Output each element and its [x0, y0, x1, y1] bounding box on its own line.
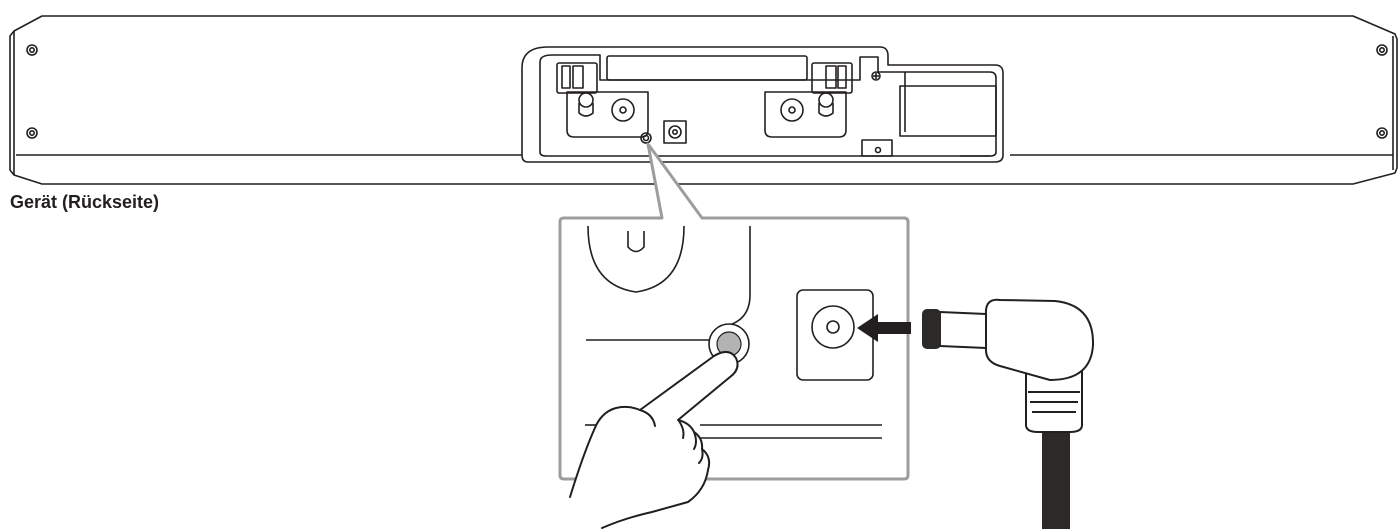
- screw-icon: [26, 127, 38, 139]
- power-plug-icon: [922, 298, 1095, 529]
- right-mount-bracket: [764, 62, 881, 138]
- left-mount-bracket: [556, 62, 649, 138]
- diagram-caption: Gerät (Rückseite): [10, 192, 160, 212]
- zoom-callout: [558, 142, 911, 481]
- insert-arrow-icon: [857, 314, 911, 342]
- screw-icon: [26, 44, 38, 56]
- screw-icon: [1376, 44, 1388, 56]
- power-jack-small: [663, 120, 687, 144]
- reset-hole-small: [640, 132, 652, 144]
- finger-hand-icon: [569, 351, 739, 529]
- rear-recess: [521, 46, 1004, 163]
- screw-icon: [1376, 127, 1388, 139]
- device-body: [9, 15, 1398, 185]
